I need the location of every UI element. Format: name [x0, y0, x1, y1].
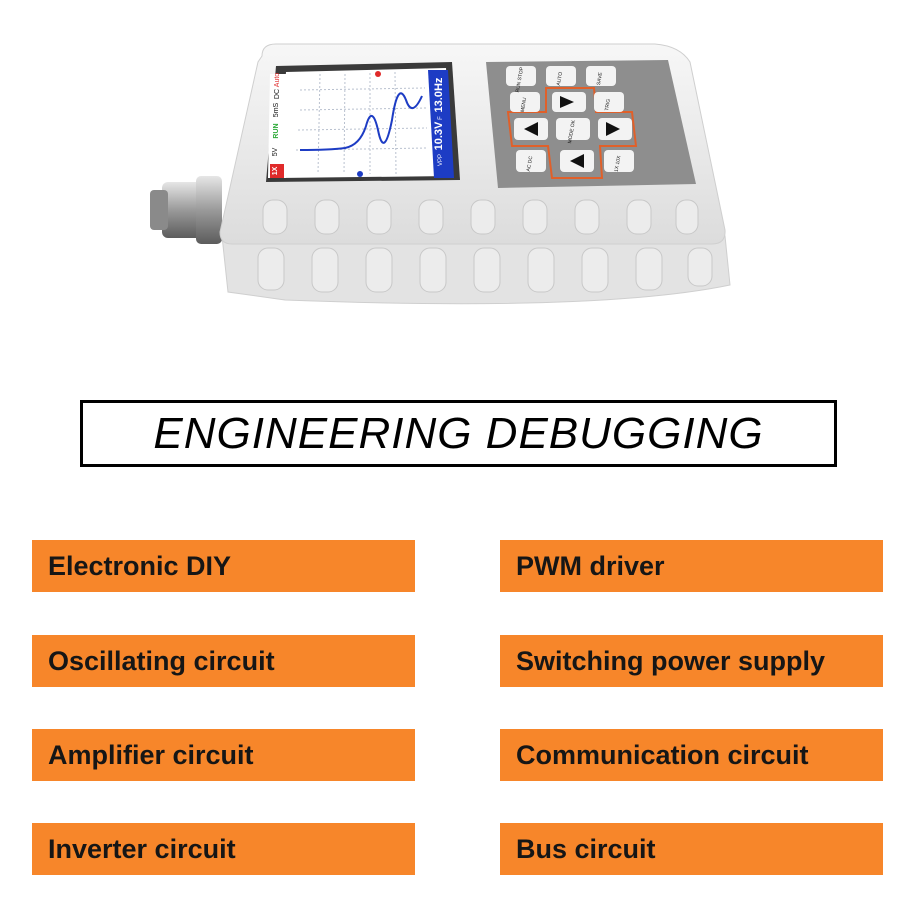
application-tag-communication-circuit: Communication circuit [500, 729, 883, 781]
application-tag-bus-circuit: Bus circuit [500, 823, 883, 875]
bnc-connector [150, 176, 222, 244]
down-arrow-key[interactable] [560, 150, 594, 172]
application-tag-electronic-diy: Electronic DIY [32, 540, 415, 592]
run-readout: RUN [273, 123, 280, 138]
application-label: Electronic DIY [48, 550, 232, 581]
coupling-readout: DC [274, 89, 281, 99]
x1-x10-key[interactable] [604, 150, 634, 172]
x1-x10-key-label: 1X 10X [614, 155, 623, 173]
section-title-box: ENGINEERING DEBUGGING [80, 400, 837, 467]
application-tag-amplifier-circuit: Amplifier circuit [32, 729, 415, 781]
mode-ok-key-label: MODE OK [567, 119, 577, 144]
mode-ok-key[interactable] [556, 118, 590, 140]
menu-key-label: MENU [520, 97, 529, 113]
run-stop-key[interactable] [506, 66, 536, 86]
application-tag-inverter-circuit: Inverter circuit [32, 823, 415, 875]
application-label: Switching power supply [516, 645, 826, 676]
application-tag-pwm-driver: PWM driver [500, 540, 883, 592]
application-label: Amplifier circuit [48, 739, 254, 770]
trig-key[interactable] [594, 92, 624, 112]
auto-key-label: AUTO [556, 71, 564, 86]
application-label: Inverter circuit [48, 833, 236, 864]
application-label: PWM driver [516, 550, 665, 581]
application-label: Communication circuit [516, 739, 809, 770]
menu-key[interactable] [510, 92, 540, 112]
vpp-label: VPP [438, 154, 444, 166]
application-label: Bus circuit [516, 833, 656, 864]
left-arrow-key[interactable] [514, 118, 548, 140]
save-key[interactable] [586, 66, 616, 86]
section-title: ENGINEERING DEBUGGING [153, 408, 764, 458]
application-tag-switching-power-supply: Switching power supply [500, 635, 883, 687]
vpp-value: 10.3V [433, 121, 445, 150]
volts-div-readout: 5V [272, 147, 279, 156]
auto-key[interactable] [546, 66, 576, 86]
ac-dc-key[interactable] [516, 150, 546, 172]
up-arrow-key[interactable] [552, 92, 586, 112]
application-tag-oscillating-circuit: Oscillating circuit [32, 635, 415, 687]
side-ribs [257, 199, 713, 293]
timebase-readout: 5mS [273, 102, 280, 117]
trigger-readout: Auto [274, 73, 281, 88]
ac-dc-key-label: AC DC [526, 155, 535, 172]
lcd-screen [268, 68, 454, 178]
freq-value: 13.0Hz [433, 77, 445, 112]
right-arrow-key[interactable] [598, 118, 632, 140]
application-label: Oscillating circuit [48, 645, 275, 676]
probe-readout: 1X [272, 166, 279, 175]
run-stop-key-label: RUN STOP [515, 66, 525, 93]
freq-label: F [438, 116, 444, 120]
save-key-label: SAVE [596, 71, 604, 85]
trig-key-label: TRIG [604, 98, 612, 111]
